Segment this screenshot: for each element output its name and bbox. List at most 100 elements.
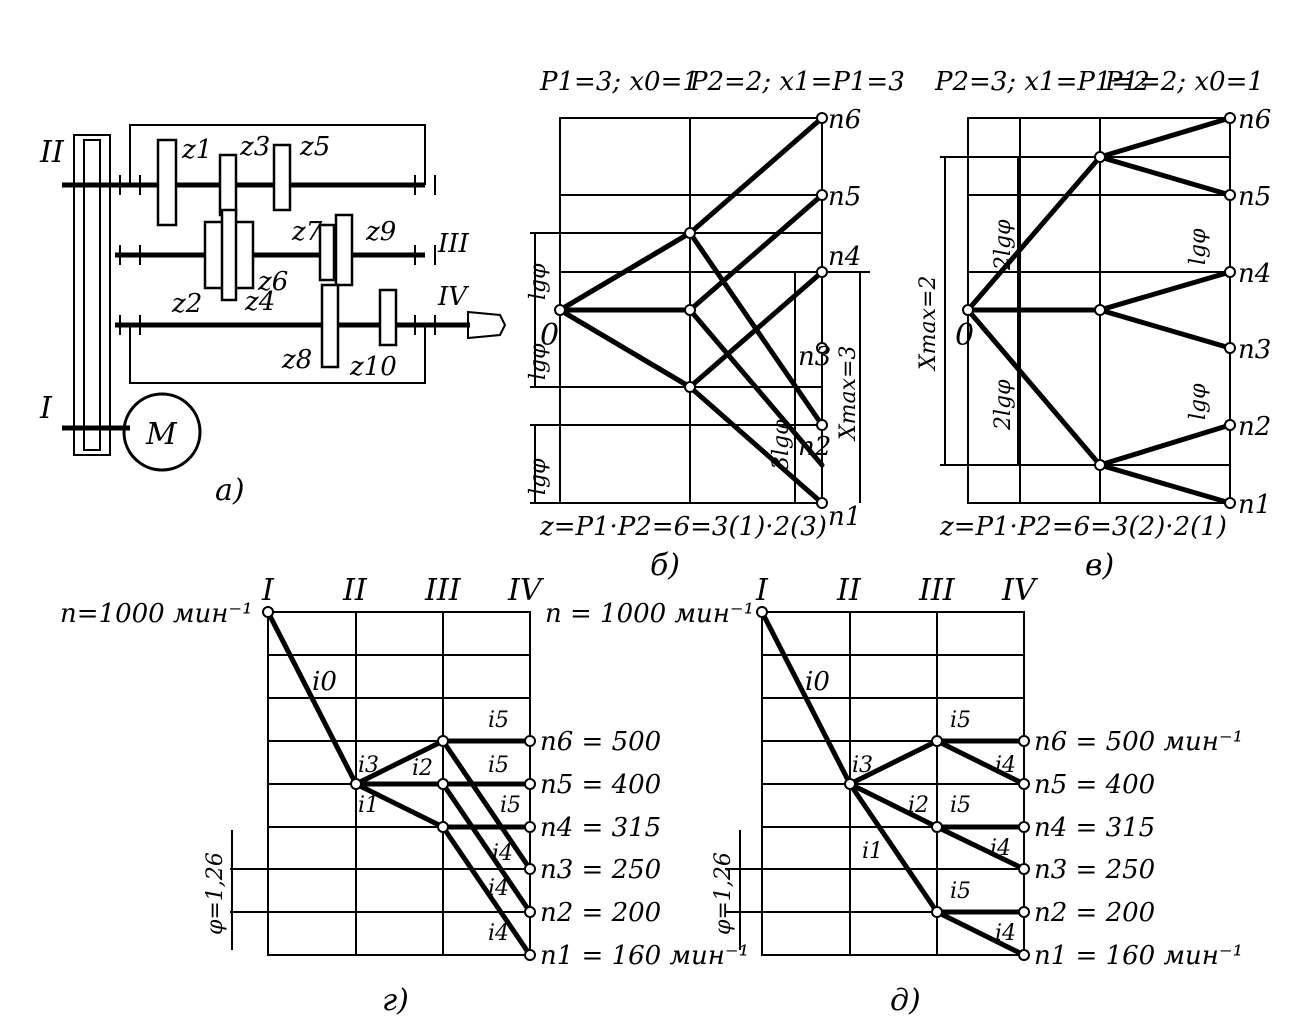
housing-bottom xyxy=(129,325,426,384)
gear-z8 xyxy=(320,283,340,369)
belt-inner xyxy=(83,139,101,451)
label-z3: z3 xyxy=(239,132,270,162)
panel-g-n5: n5 = 400 xyxy=(540,770,661,800)
gear-z9 xyxy=(334,213,354,287)
panel-v-n1: n1 xyxy=(1238,490,1271,520)
panel-g-i4-2: i4 xyxy=(488,876,509,901)
belt-drive xyxy=(73,134,111,456)
panel-v-caption: в) xyxy=(1085,548,1114,583)
panel-v-n5: n5 xyxy=(1238,182,1271,212)
panel-g-i3: i3 xyxy=(358,753,379,778)
panel-v-lgphi-2: lgφ xyxy=(1186,383,1211,420)
housing-top xyxy=(129,124,426,185)
label-z9: z9 xyxy=(365,217,396,247)
panel-b-n5: n5 xyxy=(828,182,861,212)
panel-d-i1: i1 xyxy=(862,839,883,864)
panel-b-formula: z=P1·P2=6=3(1)·2(3) xyxy=(539,512,827,542)
panel-g-caption: г) xyxy=(382,983,409,1018)
panel-v-lgphi-1: lgφ xyxy=(1186,228,1211,265)
panel-d-i2: i2 xyxy=(908,793,929,818)
spindle-tip xyxy=(467,310,507,340)
gear-z5 xyxy=(272,143,292,212)
panel-g-i2: i2 xyxy=(412,756,433,781)
panel-v-2lgphi-2: 2lgφ xyxy=(991,379,1016,431)
panel-b-header-right: P2=2; x1=P1=3 xyxy=(689,67,905,97)
panel-a-caption: a) xyxy=(215,473,245,508)
panel-b-n3: n3 xyxy=(798,342,831,372)
shaft-III-label: III xyxy=(437,229,470,259)
gear-z10 xyxy=(378,288,398,347)
panel-b-origin: 0 xyxy=(540,318,559,353)
label-z5: z5 xyxy=(299,132,330,162)
panel-g-speed-chart: I II III IV n=1000 мин⁻¹ φ=1,26 i0 i3 i1… xyxy=(60,573,749,1018)
panel-b-n2: n2 xyxy=(798,432,831,462)
panel-d-i5-2: i5 xyxy=(950,793,971,818)
shaft-I-label: I xyxy=(39,391,53,426)
motor-label: M xyxy=(145,417,178,452)
panel-b-caption: б) xyxy=(650,548,680,583)
panel-g-n2: n2 = 200 xyxy=(540,898,661,928)
panel-d-n1: n1 = 160 мин⁻¹ xyxy=(1034,941,1243,971)
panel-v-header-right: P1=2; x0=1 xyxy=(1104,67,1264,97)
panel-b-lgphi-3: lgφ xyxy=(526,458,551,495)
panel-d-speed-chart: I II III IV n = 1000 мин⁻¹ φ=1,26 i0 i3 … xyxy=(545,573,1243,1018)
panel-a-gearbox: M II I III IV z1 z2 z3 z4 z5 z6 xyxy=(39,124,507,508)
panel-v-structure-grid: P2=3; x1=P1=2 P1=2; x0=1 0 n6 n5 n4 n3 n… xyxy=(916,67,1271,583)
panel-d-caption: д) xyxy=(890,983,921,1018)
label-z8: z8 xyxy=(281,345,312,375)
label-z2: z2 xyxy=(171,289,202,319)
panel-d-shaft-I: I xyxy=(755,573,769,608)
panel-v-origin: 0 xyxy=(955,318,974,353)
panel-g-i1: i1 xyxy=(358,793,379,818)
panel-b-n6: n6 xyxy=(828,105,861,135)
panel-d-n5: n5 = 400 xyxy=(1034,770,1155,800)
panel-g-i5-3: i5 xyxy=(500,793,521,818)
panel-b-lgphi-1: lgφ xyxy=(526,263,551,300)
panel-g-shaft-IV: IV xyxy=(507,573,545,608)
panel-g-i0: i0 xyxy=(312,667,337,697)
shaft-IV-label: IV xyxy=(437,282,469,312)
panel-b-header-left: P1=3; x0=1 xyxy=(539,67,699,97)
panel-b-3lgphi: 3lgφ xyxy=(769,419,794,470)
panel-g-shaft-II: II xyxy=(342,573,368,608)
panel-b-xmax: Xmax=3 xyxy=(836,346,861,442)
panel-v-n3: n3 xyxy=(1238,335,1271,365)
panel-d-i5-1: i5 xyxy=(950,708,971,733)
panel-b-n1: n1 xyxy=(828,502,861,532)
panel-g-i5-2: i5 xyxy=(488,753,509,778)
panel-g-shaft-III: III xyxy=(424,573,462,608)
panel-v-2lgphi-1: 2lgφ xyxy=(991,219,1016,271)
panel-b-structure-grid: P1=3; x0=1 P2=2; x1=P1=3 0 n6 n5 n4 n3 n… xyxy=(526,67,905,583)
panel-v-n6: n6 xyxy=(1238,105,1271,135)
panel-d-i0: i0 xyxy=(805,667,830,697)
panel-g-shaft-I: I xyxy=(261,573,275,608)
panel-d-phi: φ=1,26 xyxy=(711,852,736,935)
panel-g-phi: φ=1,26 xyxy=(203,852,228,935)
panel-d-input-speed: n = 1000 мин⁻¹ xyxy=(545,599,754,629)
panel-g-n1: n1 = 160 мин⁻¹ xyxy=(540,941,749,971)
panel-g-input-speed: n=1000 мин⁻¹ xyxy=(60,599,253,629)
panel-d-n3: n3 = 250 xyxy=(1034,855,1155,885)
label-z6: z6 xyxy=(257,267,288,297)
panel-d-shaft-III: III xyxy=(918,573,956,608)
label-z1: z1 xyxy=(181,135,212,165)
panel-d-i4-1: i4 xyxy=(995,753,1016,778)
panel-d-n4: n4 = 315 xyxy=(1034,813,1155,843)
panel-g-i4-3: i4 xyxy=(488,921,509,946)
panel-v-n2: n2 xyxy=(1238,412,1271,442)
panel-d-n6: n6 = 500 мин⁻¹ xyxy=(1034,727,1243,757)
panel-b-lgphi-2: lgφ xyxy=(526,343,551,380)
label-z10: z10 xyxy=(349,352,397,382)
panel-d-i5-3: i5 xyxy=(950,879,971,904)
panel-v-xmax: Xmax=2 xyxy=(916,276,941,372)
panel-d-i4-3: i4 xyxy=(995,921,1016,946)
gear-z1 xyxy=(156,138,178,227)
panel-v-header-left: P2=3; x1=P1=2 xyxy=(934,67,1150,97)
panel-d-i3: i3 xyxy=(852,753,873,778)
label-z4: z4 xyxy=(244,287,275,317)
panel-d-shaft-II: II xyxy=(836,573,862,608)
gear-z7 xyxy=(318,223,336,282)
shaft-II-label: II xyxy=(39,135,65,170)
